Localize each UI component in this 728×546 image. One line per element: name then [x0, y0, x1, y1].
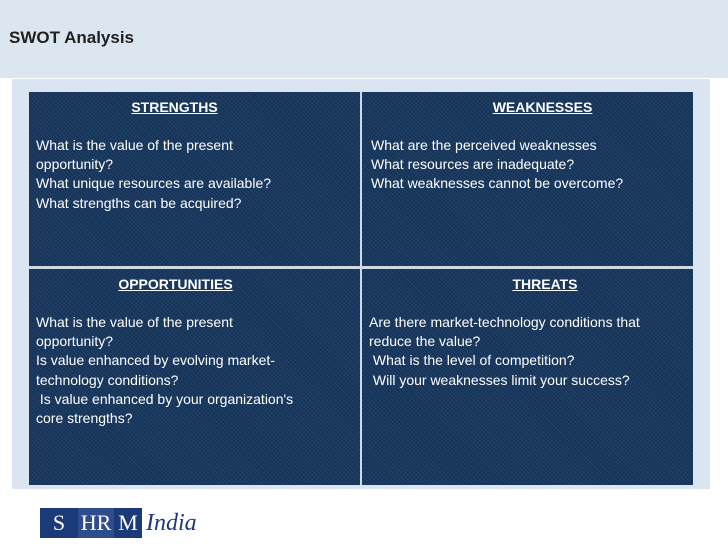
- title-band: SWOT Analysis: [0, 0, 728, 78]
- logo-letter-m: M: [114, 508, 142, 538]
- strengths-quadrant: STRENGTHS What is the value of the prese…: [29, 92, 360, 266]
- weaknesses-quadrant: WEAKNESSES What are the perceived weakne…: [362, 92, 693, 266]
- threats-heading: THREATS: [512, 276, 578, 292]
- threats-text: Are there market-technology conditions t…: [369, 314, 640, 388]
- logo-india-text: India: [146, 509, 197, 536]
- logo-letter-s: S: [40, 508, 78, 538]
- weaknesses-heading: WEAKNESSES: [492, 99, 593, 115]
- logo-letters-hr: HR: [78, 508, 114, 538]
- threats-quadrant: THREATS Are there market-technology cond…: [362, 269, 693, 485]
- opportunities-heading: OPPORTUNITIES: [118, 276, 233, 292]
- shrm-india-logo: S HR M India: [40, 508, 197, 538]
- strengths-heading: STRENGTHS: [131, 99, 218, 115]
- slide-title: SWOT Analysis: [9, 28, 135, 47]
- swot-grid: STRENGTHS What is the value of the prese…: [29, 92, 693, 485]
- opportunities-quadrant: OPPORTUNITIES What is the value of the p…: [29, 269, 360, 485]
- opportunities-text: What is the value of the present opportu…: [36, 314, 294, 427]
- weaknesses-text: What are the perceived weaknesses What r…: [371, 137, 624, 192]
- strengths-text: What is the value of the present opportu…: [36, 137, 272, 211]
